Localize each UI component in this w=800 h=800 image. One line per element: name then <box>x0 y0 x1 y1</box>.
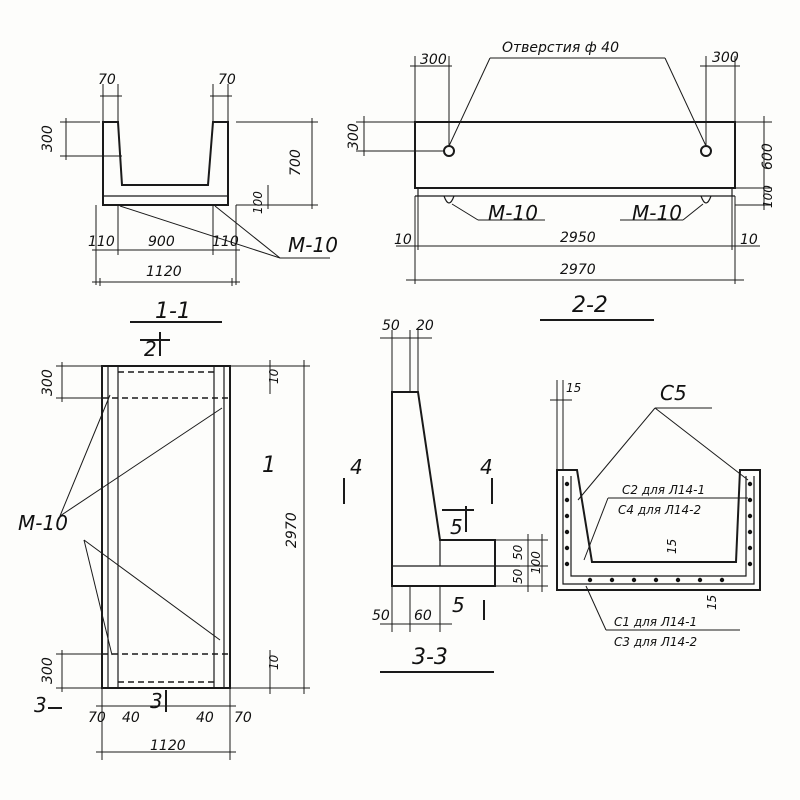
label-m10: М-10 <box>18 511 68 535</box>
label-c3: С3 для Л14-2 <box>614 635 697 649</box>
label-c2: С2 для Л14-1 <box>622 483 705 497</box>
dim-110-right: 110 <box>212 234 239 250</box>
dim-50-top: 50 <box>382 318 400 334</box>
section-title-1-1: 1-1 <box>155 299 191 324</box>
label-c5: С5 <box>660 381 687 405</box>
plan-view-1: 2 3 3 300 10 2970 300 10 М-10 1 70 40 40… <box>18 332 310 760</box>
cut-label-5-lower: 5 <box>452 593 465 617</box>
dim-40-left: 40 <box>122 710 140 726</box>
rebar-cage-outer <box>562 476 755 585</box>
dim-15-mid: 15 <box>665 539 679 554</box>
plan-title-1: 1 <box>262 453 276 478</box>
dim-110-left: 110 <box>88 234 115 250</box>
dim-50-a: 50 <box>511 544 525 560</box>
plan-outer <box>101 365 231 689</box>
dim-60-bottom: 60 <box>414 608 432 624</box>
section-title-3-3: 3-3 <box>412 645 448 670</box>
loop-left <box>443 195 455 204</box>
dim-50-b: 50 <box>511 568 525 584</box>
dim-10-top: 10 <box>267 368 281 384</box>
loop-right <box>700 195 712 204</box>
dim-100: 100 <box>761 185 775 208</box>
label-c1: С1 для Л14-1 <box>614 615 697 629</box>
dim-1120: 1120 <box>150 738 186 754</box>
dim-300-left: 300 <box>420 52 447 68</box>
dim-900: 900 <box>148 234 175 250</box>
section-2-2: Отверстия ф 40 300 300 300 600 100 М-10 … <box>346 40 776 321</box>
section-2-2-wall <box>414 121 736 189</box>
dim-700: 700 <box>288 149 304 176</box>
dim-300-right: 300 <box>712 50 739 66</box>
hole-right <box>700 145 712 157</box>
dim-100: 100 <box>529 551 543 574</box>
cut-label-2: 2 <box>144 337 157 361</box>
section-1-1: 70 70 300 700 100 110 900 110 1120 М-10 … <box>40 72 338 324</box>
rebar-cage-inner <box>570 476 747 577</box>
dim-15-right: 15 <box>705 595 719 610</box>
dim-10-left: 10 <box>394 232 412 248</box>
dim-70-left: 70 <box>88 710 106 726</box>
label-m10: М-10 <box>288 233 338 257</box>
label-m10-left: М-10 <box>488 201 538 225</box>
dim-2970: 2970 <box>560 262 596 278</box>
dim-300-bottom: 300 <box>40 657 56 684</box>
label-c4: С4 для Л14-2 <box>618 503 701 517</box>
dim-100: 100 <box>251 191 265 214</box>
dim-300-top: 300 <box>40 369 56 396</box>
hole-left <box>443 145 455 157</box>
section-title-2-2: 2-2 <box>572 293 608 318</box>
cut-label-3-mid: 3 <box>150 689 163 713</box>
dim-10-bottom: 10 <box>267 654 281 670</box>
section-3-3-outline <box>391 391 496 587</box>
dim-15-top: 15 <box>566 381 581 395</box>
dim-50-bottom: 50 <box>372 608 390 624</box>
dim-70-left: 70 <box>98 72 116 88</box>
cut-label-5-upper: 5 <box>450 515 463 539</box>
cut-label-4-right: 4 <box>480 455 493 479</box>
dim-300: 300 <box>40 125 56 152</box>
dim-600: 600 <box>760 143 776 170</box>
dim-10-right: 10 <box>740 232 758 248</box>
cut-label-3-left: 3 <box>34 693 47 717</box>
label-holes: Отверстия ф 40 <box>502 40 619 56</box>
label-m10-right: М-10 <box>632 201 682 225</box>
dim-70-right: 70 <box>218 72 236 88</box>
rebar-concrete-outline <box>556 469 761 591</box>
dim-2950: 2950 <box>560 230 596 246</box>
section-1-1-outline <box>102 121 229 206</box>
dim-70-right: 70 <box>234 710 252 726</box>
cut-label-4-left: 4 <box>350 455 363 479</box>
dim-20-top: 20 <box>416 318 434 334</box>
section-3-3: 50 20 4 4 5 5 50 50 100 50 60 3-3 <box>343 318 548 673</box>
dim-2970: 2970 <box>284 512 300 548</box>
dim-40-right: 40 <box>196 710 214 726</box>
dim-1120: 1120 <box>146 264 182 280</box>
rebar-section: 15 С5 С2 для Л14-1 С4 для Л14-2 15 15 С1… <box>550 380 761 649</box>
dim-300-vertical: 300 <box>346 123 362 150</box>
rebar-dots <box>564 481 753 583</box>
